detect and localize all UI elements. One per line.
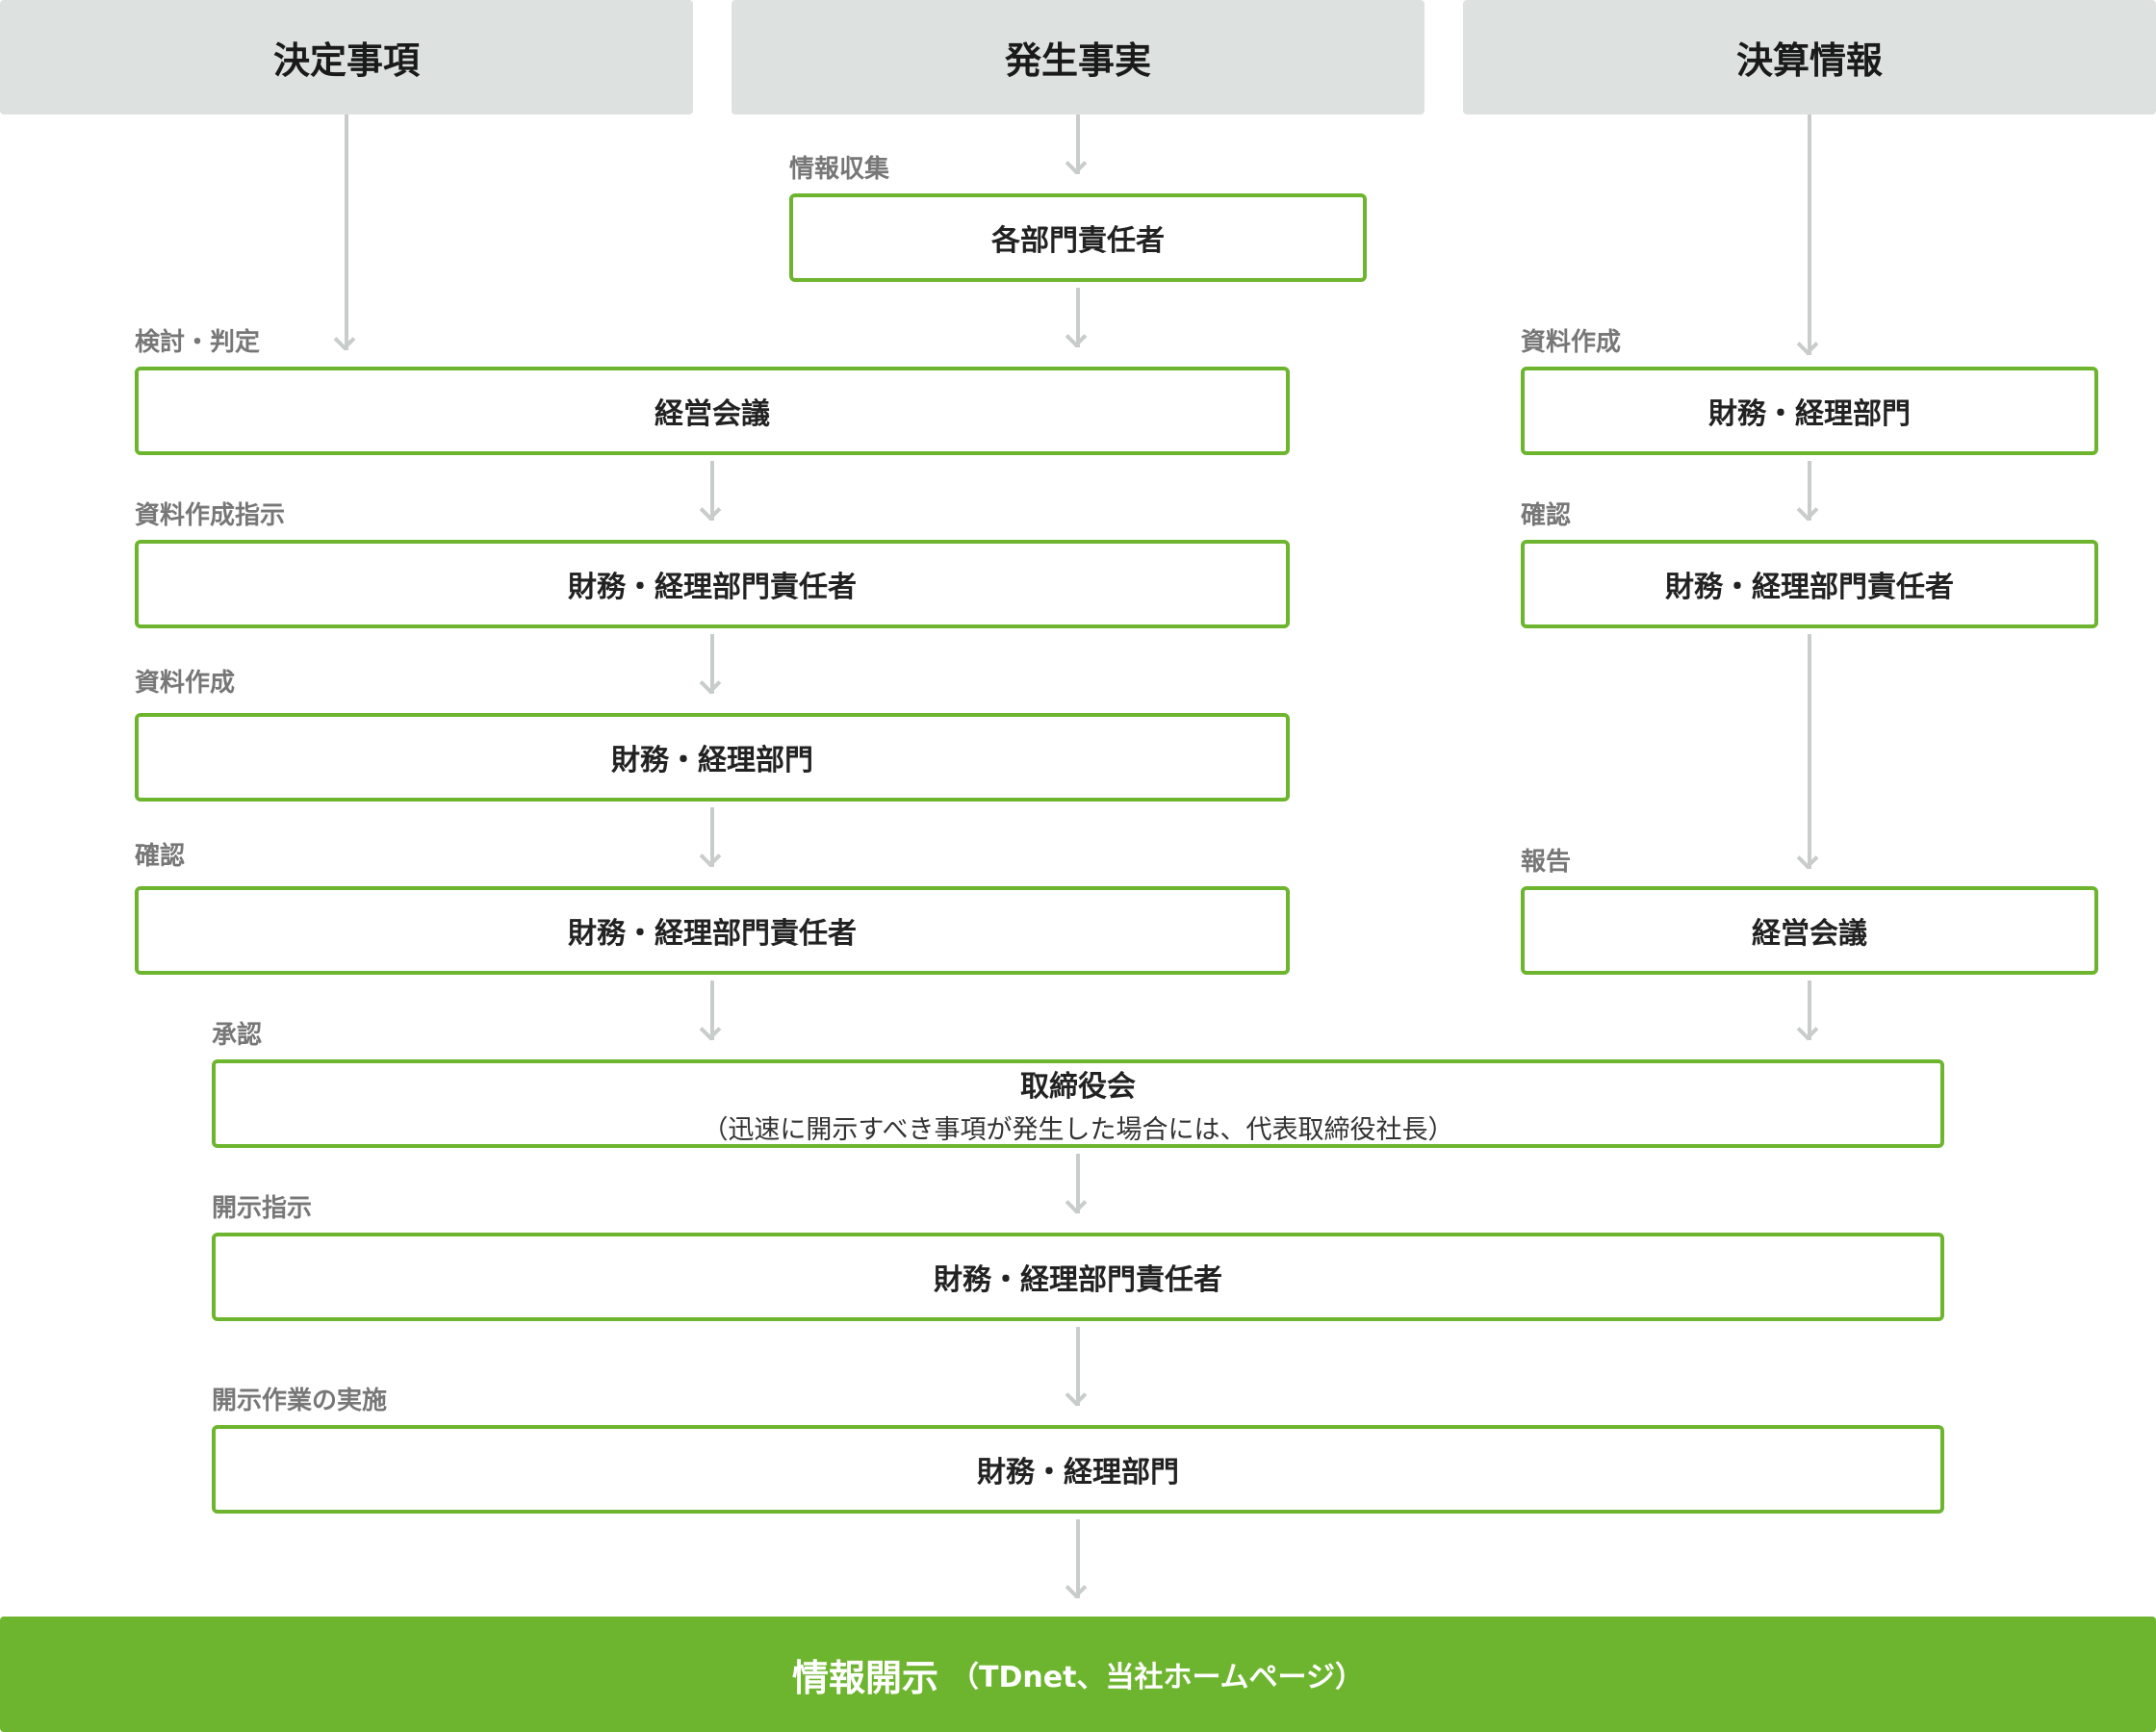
box-mgmt-meeting-text: 経営会議 bbox=[654, 397, 770, 431]
arrow-decision-to-mgmt bbox=[345, 115, 348, 350]
box-settlement-finance-head: 財務・経理部門責任者 bbox=[1521, 540, 2098, 628]
box-settlement-mgmt-meeting: 経営会議 bbox=[1521, 886, 2098, 975]
arrow-sfinance-to-shead bbox=[1808, 461, 1811, 521]
box-mgmt-meeting: 経営会議 bbox=[135, 367, 1290, 455]
header-settlement: 決算情報 bbox=[1463, 0, 2156, 115]
box-settlement-mgmt-meeting-text: 経営会議 bbox=[1752, 917, 1867, 951]
label-info-collection: 情報収集 bbox=[789, 155, 890, 184]
box-board: 取締役会 （迅速に開示すべき事項が発生した場合には、代表取締役社長） bbox=[212, 1059, 1944, 1148]
box-finance-head-3-text: 財務・経理部門責任者 bbox=[934, 1263, 1222, 1297]
final-disclosure-title: 情報開示 bbox=[792, 1656, 939, 1699]
box-dept-heads-text: 各部門責任者 bbox=[991, 224, 1165, 258]
box-settlement-finance-dept: 財務・経理部門 bbox=[1521, 367, 2098, 455]
arrow-mgmt-to-head1 bbox=[710, 461, 714, 521]
arrow-dept-to-mgmt bbox=[1076, 288, 1080, 347]
label-settlement-materials: 資料作成 bbox=[1521, 328, 1622, 357]
box-finance-dept-1: 財務・経理部門 bbox=[135, 713, 1290, 802]
final-disclosure: 情報開示 （TDnet、当社ホームページ） bbox=[0, 1617, 2156, 1732]
box-board-text: 取締役会 bbox=[1020, 1069, 1136, 1104]
arrow-occurrence-to-dept bbox=[1076, 115, 1080, 174]
box-finance-dept-1-text: 財務・経理部門 bbox=[611, 744, 813, 777]
arrow-head3-to-dept2 bbox=[1076, 1327, 1080, 1406]
label-approval: 承認 bbox=[212, 1021, 263, 1050]
arrow-smgmt-to-board bbox=[1808, 981, 1811, 1040]
label-report: 報告 bbox=[1521, 848, 1572, 877]
label-materials-creation: 資料作成 bbox=[135, 669, 236, 698]
box-settlement-finance-head-text: 財務・経理部門責任者 bbox=[1665, 571, 1954, 604]
label-confirmation: 確認 bbox=[135, 842, 186, 871]
box-finance-head-1-text: 財務・経理部門責任者 bbox=[568, 571, 857, 604]
box-finance-head-2-text: 財務・経理部門責任者 bbox=[568, 917, 857, 951]
box-settlement-finance-dept-text: 財務・経理部門 bbox=[1708, 397, 1911, 431]
label-materials-instruction: 資料作成指示 bbox=[135, 501, 286, 530]
box-finance-head-1: 財務・経理部門責任者 bbox=[135, 540, 1290, 628]
arrow-head1-to-dept1 bbox=[710, 634, 714, 694]
box-finance-head-3: 財務・経理部門責任者 bbox=[212, 1233, 1944, 1321]
arrow-dept2-to-final bbox=[1076, 1519, 1080, 1598]
arrow-head2-to-board bbox=[710, 981, 714, 1040]
arrow-dept1-to-head2 bbox=[710, 807, 714, 867]
box-finance-head-2: 財務・経理部門責任者 bbox=[135, 886, 1290, 975]
box-finance-dept-2: 財務・経理部門 bbox=[212, 1425, 1944, 1514]
label-settlement-confirmation: 確認 bbox=[1521, 501, 1572, 530]
header-decision: 決定事項 bbox=[0, 0, 693, 115]
label-disclosure-instruction: 開示指示 bbox=[212, 1194, 313, 1223]
label-review-judgment: 検討・判定 bbox=[135, 328, 261, 357]
box-board-note: （迅速に開示すべき事項が発生した場合には、代表取締役社長） bbox=[702, 1114, 1454, 1145]
box-dept-heads: 各部門責任者 bbox=[789, 193, 1367, 282]
box-finance-dept-2-text: 財務・経理部門 bbox=[977, 1456, 1179, 1490]
header-occurrence: 発生事実 bbox=[732, 0, 1424, 115]
arrow-settlement-to-finance bbox=[1808, 115, 1811, 355]
arrow-board-to-head3 bbox=[1076, 1154, 1080, 1213]
final-disclosure-note: （TDnet、当社ホームページ） bbox=[950, 1661, 1364, 1694]
arrow-shead-to-smgmt bbox=[1808, 634, 1811, 869]
label-disclosure-work: 開示作業の実施 bbox=[212, 1387, 388, 1415]
